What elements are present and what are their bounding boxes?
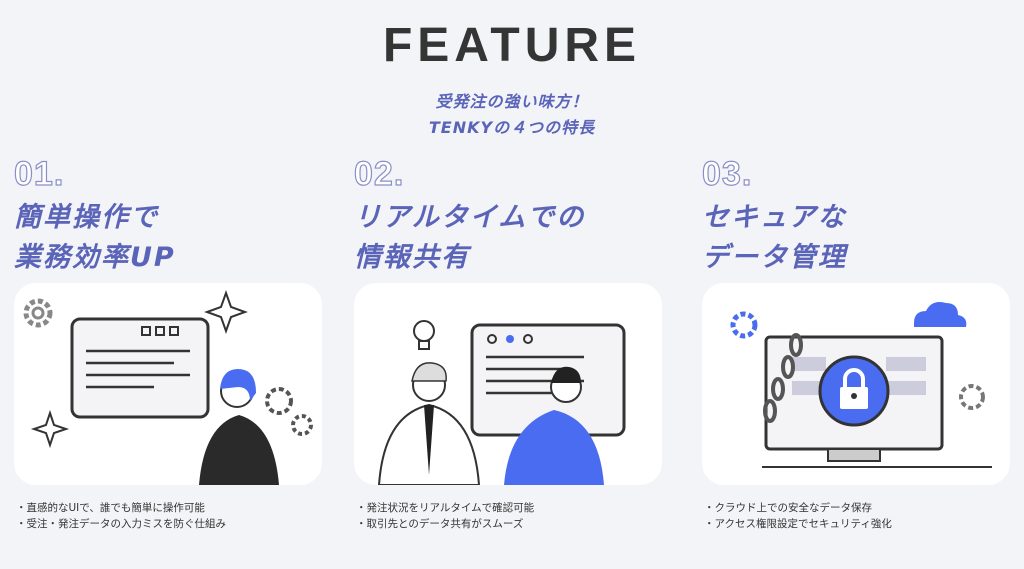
bullet-item: ・直感的なUIで、誰でも簡単に操作可能 [16,502,205,514]
sparkle-icon [204,290,248,334]
cloud-upload-icon [914,302,967,327]
person-icon [504,410,604,485]
page-title: FEATURE [382,19,642,72]
sparkle-icon [30,409,70,449]
feature-heading-line2: データ管理 [702,242,847,273]
feature-3: 03. セキュアな データ管理 ・クラウド上での安全なデータ保存 ・アクセス権限… [701,154,1022,530]
bullet-item: ・発注状況をリアルタイムで確認可能 [356,502,535,514]
feature-bullets: ・直感的なUIで、誰でも簡単に操作可能 ・受注・発注データの入力ミスを防ぐ仕組み [16,500,226,532]
feature-bullets: ・発注状況をリアルタイムで確認可能 ・取引先とのデータ共有がスムーズ [356,500,534,532]
bullet-item: ・クラウド上での安全なデータ保存 [704,502,872,514]
feature-2: 02. リアルタイムでの 情報共有 ・発注状況をリアルタイムで確認可能 ・取引先… [353,154,674,530]
feature-heading-line1: セキュアな [702,202,847,233]
feature-heading-line2: 情報共有 [354,242,470,273]
feature-illustration-sharing [354,283,662,485]
feature-heading-line1: リアルタイムでの [354,202,586,233]
gear-icon [23,298,53,328]
feature-1: 01. 簡単操作で 業務効率UP ・直感的なUIで、誰でも簡単に操作可能 ・受注… [13,154,334,530]
person-icon [199,415,279,485]
feature-illustration-security [702,283,1010,485]
feature-illustration-ui [14,283,322,485]
gear-icon [730,311,758,339]
window-icon [70,317,210,419]
lightbulb-icon [413,320,435,350]
bullet-item: ・アクセス権限設定でセキュリティ強化 [704,518,892,530]
subtitle-line-1: 受発注の強い味方！ [435,92,589,111]
gear-icon [959,384,985,410]
subtitle-line-2: TENKYの４つの特長 [428,118,596,137]
bullet-item: ・受注・発注データの入力ミスを防ぐ仕組み [16,518,226,530]
feature-number: 03. [701,154,753,193]
feature-bullets: ・クラウド上での安全なデータ保存 ・アクセス権限設定でセキュリティ強化 [704,500,892,532]
feature-heading-line1: 簡単操作で [14,202,159,233]
chain-icon [763,333,803,423]
bullet-item: ・取引先とのデータ共有がスムーズ [356,518,524,530]
feature-heading-line2: 業務効率UP [14,242,176,273]
feature-number: 02. [353,154,405,193]
feature-number: 01. [13,154,65,193]
